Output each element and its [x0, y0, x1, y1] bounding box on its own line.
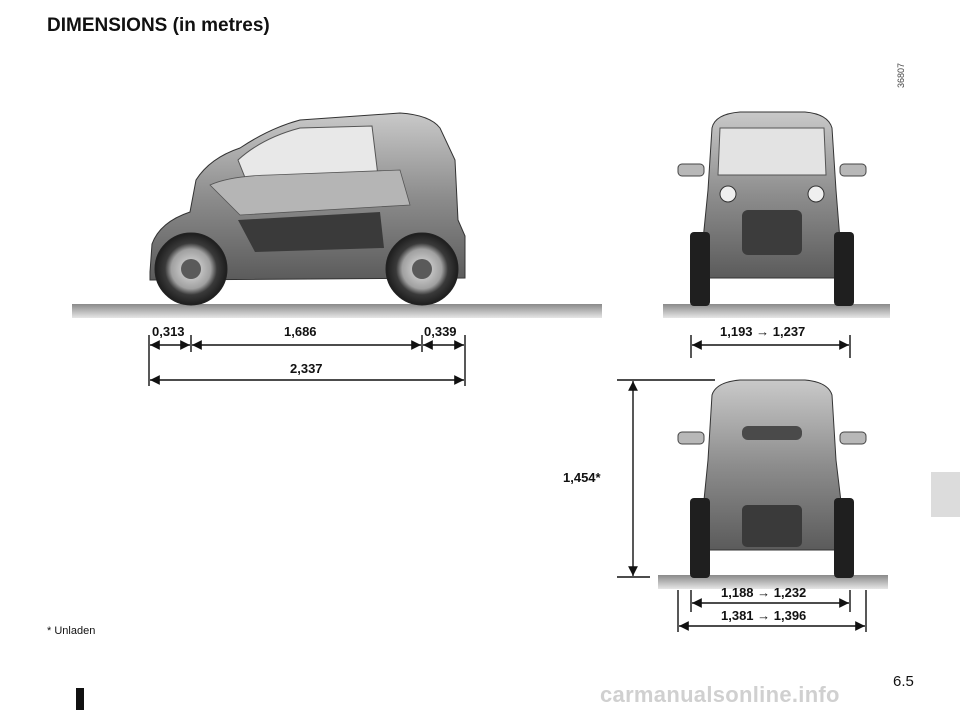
- wheelbase-label: 1,686: [284, 324, 317, 339]
- overall-width-label: 1,381 → 1,396: [721, 608, 807, 623]
- front-view-car: [677, 111, 867, 306]
- footnote-unladen: * Unladen: [47, 625, 96, 637]
- side-view-car: [149, 112, 466, 306]
- front-track-label: 1,193 → 1,237: [720, 324, 806, 339]
- section-tab: [931, 472, 960, 517]
- page-number: 6.5: [893, 673, 914, 690]
- height-label: 1,454*: [563, 470, 601, 485]
- rear-track-label: 1,188 → 1,232: [721, 585, 807, 600]
- page-edge-marker: [76, 688, 84, 710]
- rear-view-car: [677, 379, 867, 578]
- rear-dimension-lines: [677, 590, 867, 632]
- rear-ground-bar: [658, 575, 888, 589]
- height-dimension-lines: [617, 379, 715, 578]
- rear-overhang-label: 0,339: [424, 324, 457, 339]
- front-ground-bar: [663, 304, 890, 318]
- front-dimension-lines: [690, 335, 851, 358]
- front-overhang-label: 0,313: [152, 324, 185, 339]
- watermark: carmanualsonline.info: [600, 682, 840, 707]
- overall-length-label: 2,337: [290, 361, 323, 376]
- page-title: DIMENSIONS (in metres): [47, 15, 270, 36]
- side-dimension-lines: [148, 335, 466, 386]
- side-ground-bar: [72, 304, 602, 318]
